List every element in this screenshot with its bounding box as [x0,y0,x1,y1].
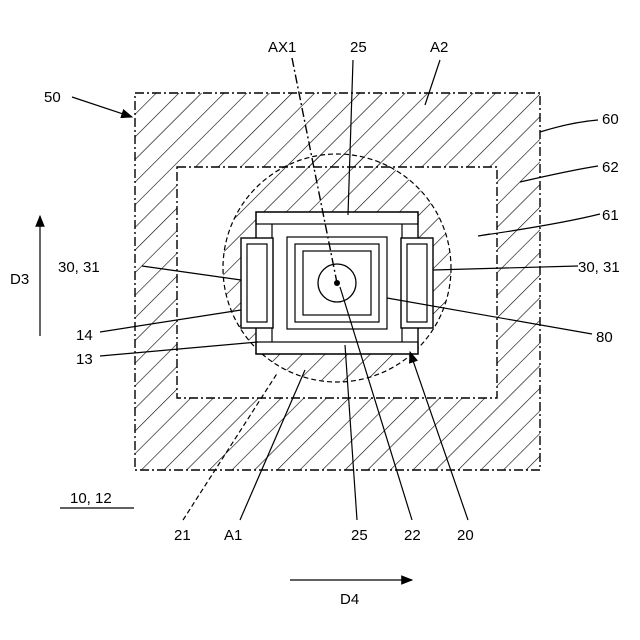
leader-50 [72,97,132,117]
label-25-bottom: 25 [351,527,368,544]
label-d4: D4 [340,591,359,608]
label-22: 22 [404,527,421,544]
label-10-12: 10, 12 [70,490,112,507]
label-d3: D3 [10,271,29,288]
label-30-31-left: 30, 31 [58,259,100,276]
label-a1: A1 [224,527,242,544]
label-62: 62 [602,159,619,176]
label-a2: A2 [430,39,448,56]
label-60: 60 [602,111,619,128]
leader-60 [540,120,598,132]
label-30-31-right: 30, 31 [578,259,620,276]
label-ax1: AX1 [268,39,296,56]
label-80: 80 [596,329,613,346]
side-element-left-30-31 [241,238,273,328]
label-50: 50 [44,89,61,106]
leader-13 [100,342,258,356]
side-element-right-30-31 [401,238,433,328]
label-25-top: 25 [350,39,367,56]
label-21: 21 [174,527,191,544]
label-14: 14 [76,327,93,344]
label-13: 13 [76,351,93,368]
label-61: 61 [602,207,619,224]
label-20: 20 [457,527,474,544]
